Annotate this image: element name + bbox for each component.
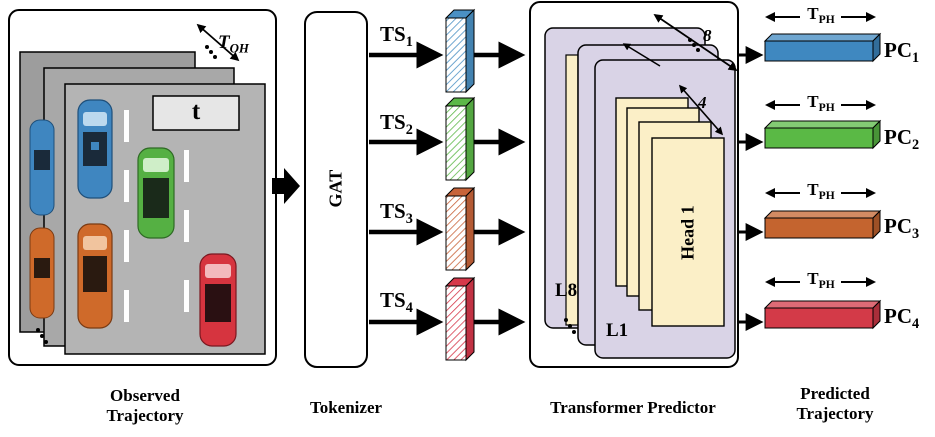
token-label-1: TS1 [380, 22, 413, 50]
token-label-4: TS4 [380, 288, 413, 316]
attention-head-card [651, 137, 725, 327]
observed-trajectory-panel [8, 9, 277, 366]
output-bar [763, 119, 882, 150]
car-icon [137, 147, 175, 239]
output-bar [763, 209, 882, 240]
output-label-2: PC2 [884, 125, 920, 153]
prediction-horizon-label: TPH [807, 180, 835, 203]
token-prism [444, 8, 476, 94]
head-label: Head 1 [677, 205, 698, 260]
token-label-3: TS3 [380, 199, 413, 227]
output-bar [763, 32, 882, 63]
head-count-arrow [678, 84, 724, 136]
caption-observed: Observed Trajectory [106, 386, 184, 426]
flow-arrow [272, 168, 300, 204]
layer-count-label: 8 [703, 26, 712, 45]
observation-horizon-arrow [196, 23, 240, 62]
tokenizer-label: GAT [325, 169, 346, 208]
car-icon [29, 119, 55, 216]
car-icon [199, 253, 237, 347]
output-bar [763, 299, 882, 330]
time-frame-box [152, 95, 240, 131]
caption-tokenizer: Tokenizer [309, 398, 383, 417]
transformer-panel [529, 1, 739, 368]
back-layer-label: L8 [555, 280, 578, 301]
output-label-4: PC4 [884, 304, 920, 332]
head-count-label: 4 [698, 93, 707, 112]
observation-horizon-label: TOH [218, 32, 249, 56]
predicted-output-group [763, 32, 882, 330]
token-sequence-group [444, 8, 476, 362]
prediction-horizon-label: TPH [807, 4, 835, 27]
layer-stack-dots [564, 38, 700, 334]
lane-markings [124, 110, 189, 322]
car-icon [77, 99, 113, 199]
token-label-2: TS2 [380, 110, 413, 138]
output-label-1: PC1 [884, 38, 920, 66]
prediction-horizon-label: TPH [807, 92, 835, 115]
caption-predicted: Predicted Trajectory [796, 384, 874, 424]
layer-count-arrow [653, 13, 738, 72]
front-layer-label: L1 [606, 320, 629, 341]
tokenizer-box [304, 11, 368, 368]
car-icon [29, 227, 55, 319]
token-prism [444, 186, 476, 272]
car-icon [77, 223, 113, 329]
frame-stack-dots [36, 45, 217, 344]
output-label-3: PC3 [884, 214, 920, 242]
token-prism [444, 96, 476, 182]
caption-transformer: Transformer Predictor [550, 398, 716, 417]
prediction-horizon-label: TPH [807, 269, 835, 292]
layer-count-arrow-back [622, 43, 661, 67]
time-frame-label: t [191, 98, 201, 125]
token-prism [444, 276, 476, 362]
